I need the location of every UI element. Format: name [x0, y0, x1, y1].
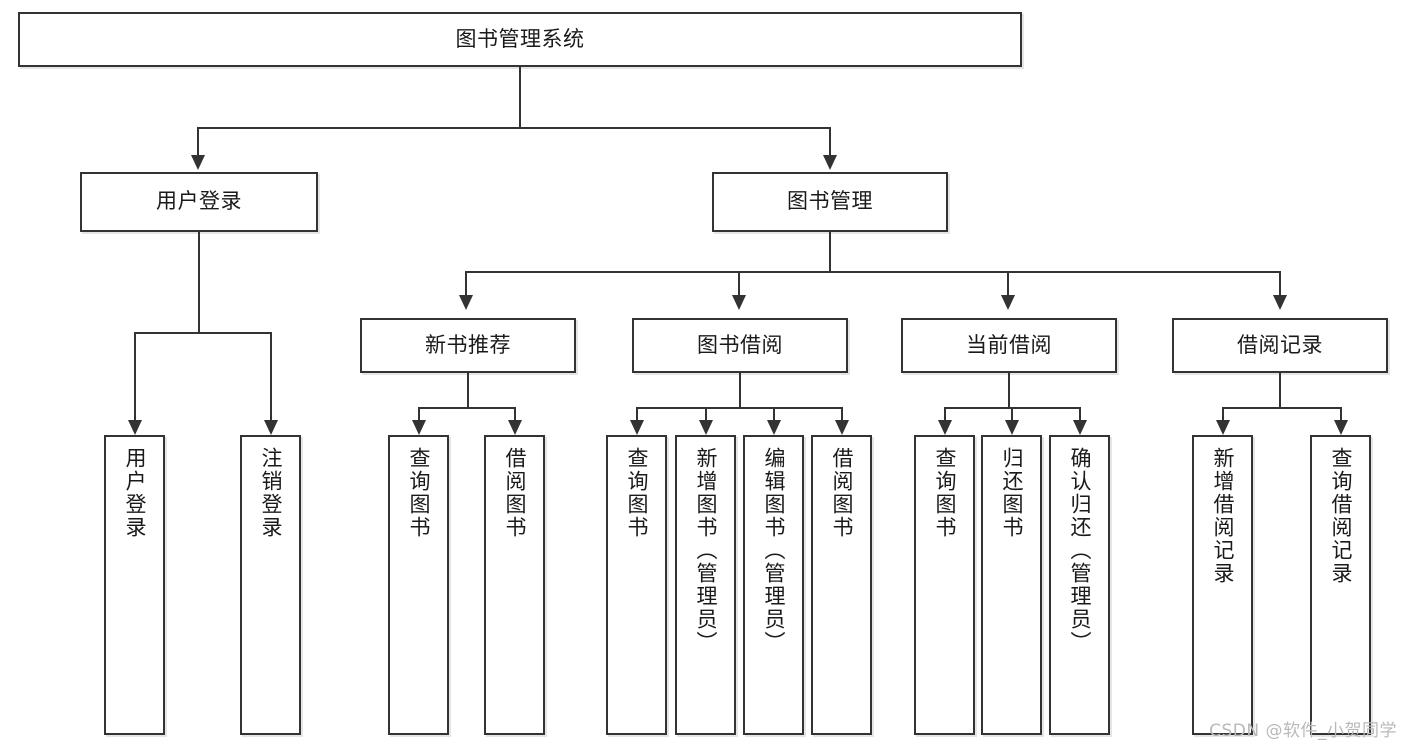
- arrowhead-cb-leaf-2: [1005, 420, 1019, 435]
- leaf-br-add-record[interactable]: 新增借阅记录: [1192, 435, 1253, 735]
- connector-bb-leg-3: [773, 407, 775, 420]
- connector-br-bus: [1222, 407, 1342, 409]
- connector-bm-leg-4: [1279, 271, 1281, 295]
- arrowhead-bb-leaf-4: [835, 420, 849, 435]
- node-label: 当前借阅: [966, 332, 1052, 357]
- connector-user-login-leg-1: [134, 332, 136, 420]
- node-label: 用户登录: [156, 189, 242, 214]
- arrowhead-user-login-leaf-1: [128, 420, 142, 435]
- arrowhead-user-login-leaf-2: [264, 420, 278, 435]
- node-label: 用户登录: [123, 447, 147, 539]
- arrowhead-to-current-borrow: [1001, 295, 1015, 310]
- arrowhead-to-user-login: [191, 155, 205, 170]
- leaf-br-query-record[interactable]: 查询借阅记录: [1310, 435, 1371, 735]
- node-current-borrow[interactable]: 当前借阅: [901, 318, 1117, 373]
- connector-bb-stem: [739, 373, 741, 409]
- connector-user-login-bus: [134, 332, 272, 334]
- csdn-watermark: CSDN @软件_小贺同学: [1209, 721, 1397, 741]
- connector-nbr-leg-1: [418, 407, 420, 420]
- connector-cb-leg-3: [1079, 407, 1081, 420]
- connector-br-stem: [1279, 373, 1281, 409]
- node-book-management[interactable]: 图书管理: [712, 172, 948, 232]
- connector-br-leg-1: [1222, 407, 1224, 420]
- node-root-book-management-system[interactable]: 图书管理系统: [18, 12, 1022, 67]
- connector-bm-leg-1: [465, 271, 467, 295]
- node-label: 借阅记录: [1237, 332, 1323, 357]
- connector-bm-leg-2: [738, 271, 740, 295]
- connector-root-bus: [197, 127, 831, 129]
- connector-bb-leg-2: [705, 407, 707, 420]
- arrowhead-to-book-management: [823, 155, 837, 170]
- connector-book-management-bus: [465, 271, 1281, 273]
- node-label: 新书推荐: [425, 332, 511, 357]
- arrowhead-nbr-leaf-2: [508, 420, 522, 435]
- node-borrow-record[interactable]: 借阅记录: [1172, 318, 1388, 373]
- connector-bm-leg-3: [1007, 271, 1009, 295]
- leaf-cb-confirm-return-admin[interactable]: 确认归还（管理员）: [1049, 435, 1110, 735]
- node-label: 查询借阅记录: [1329, 447, 1353, 585]
- node-label: 编辑图书（管理员）: [762, 447, 786, 654]
- connector-book-management-stem: [829, 232, 831, 273]
- node-book-borrow[interactable]: 图书借阅: [632, 318, 848, 373]
- node-user-login[interactable]: 用户登录: [80, 172, 318, 232]
- node-label: 确认归还（管理员）: [1068, 447, 1092, 654]
- leaf-bb-query-book[interactable]: 查询图书: [606, 435, 667, 735]
- node-label: 图书管理: [787, 189, 873, 214]
- arrowhead-br-leaf-1: [1216, 420, 1230, 435]
- connector-root-leg-right: [829, 127, 831, 155]
- connector-user-login-leg-2: [270, 332, 272, 420]
- connector-nbr-stem: [467, 373, 469, 409]
- node-label: 图书管理系统: [455, 26, 585, 51]
- leaf-bb-borrow-book[interactable]: 借阅图书: [811, 435, 872, 735]
- arrowhead-to-book-borrow: [732, 295, 746, 310]
- connector-bb-bus: [636, 407, 842, 409]
- connector-cb-leg-1: [944, 407, 946, 420]
- leaf-nbr-borrow-book[interactable]: 借阅图书: [484, 435, 545, 735]
- leaf-cb-return-book[interactable]: 归还图书: [981, 435, 1042, 735]
- leaf-user-login-logout[interactable]: 注销登录: [240, 435, 301, 735]
- leaf-cb-query-book[interactable]: 查询图书: [914, 435, 975, 735]
- connector-cb-stem: [1008, 373, 1010, 409]
- connector-nbr-leg-2: [514, 407, 516, 420]
- node-new-book-recommend[interactable]: 新书推荐: [360, 318, 576, 373]
- connector-nbr-bus: [418, 407, 516, 409]
- arrowhead-to-new-book-recommend: [459, 295, 473, 310]
- node-label: 借阅图书: [503, 447, 527, 539]
- connector-bb-leg-1: [636, 407, 638, 420]
- connector-br-leg-2: [1340, 407, 1342, 420]
- node-label: 借阅图书: [830, 447, 854, 539]
- arrowhead-br-leaf-2: [1334, 420, 1348, 435]
- arrowhead-cb-leaf-3: [1073, 420, 1087, 435]
- arrowhead-bb-leaf-2: [699, 420, 713, 435]
- node-label: 查询图书: [625, 447, 649, 539]
- leaf-user-login-login[interactable]: 用户登录: [104, 435, 165, 735]
- node-label: 图书借阅: [697, 332, 783, 357]
- leaf-nbr-query-book[interactable]: 查询图书: [388, 435, 449, 735]
- arrowhead-cb-leaf-1: [938, 420, 952, 435]
- arrowhead-nbr-leaf-1: [412, 420, 426, 435]
- arrowhead-bb-leaf-3: [767, 420, 781, 435]
- leaf-bb-add-book-admin[interactable]: 新增图书（管理员）: [675, 435, 736, 735]
- arrowhead-bb-leaf-1: [630, 420, 644, 435]
- node-label: 查询图书: [933, 447, 957, 539]
- connector-user-login-stem: [198, 232, 200, 333]
- connector-root-stem: [519, 67, 521, 128]
- node-label: 新增借阅记录: [1211, 447, 1235, 585]
- leaf-bb-edit-book-admin[interactable]: 编辑图书（管理员）: [743, 435, 804, 735]
- node-label: 新增图书（管理员）: [694, 447, 718, 654]
- node-label: 查询图书: [407, 447, 431, 539]
- connector-cb-leg-2: [1011, 407, 1013, 420]
- connector-bb-leg-4: [841, 407, 843, 420]
- node-label: 归还图书: [1000, 447, 1024, 539]
- arrowhead-to-borrow-record: [1273, 295, 1287, 310]
- node-label: 注销登录: [259, 447, 283, 539]
- connector-root-leg-left: [197, 127, 199, 155]
